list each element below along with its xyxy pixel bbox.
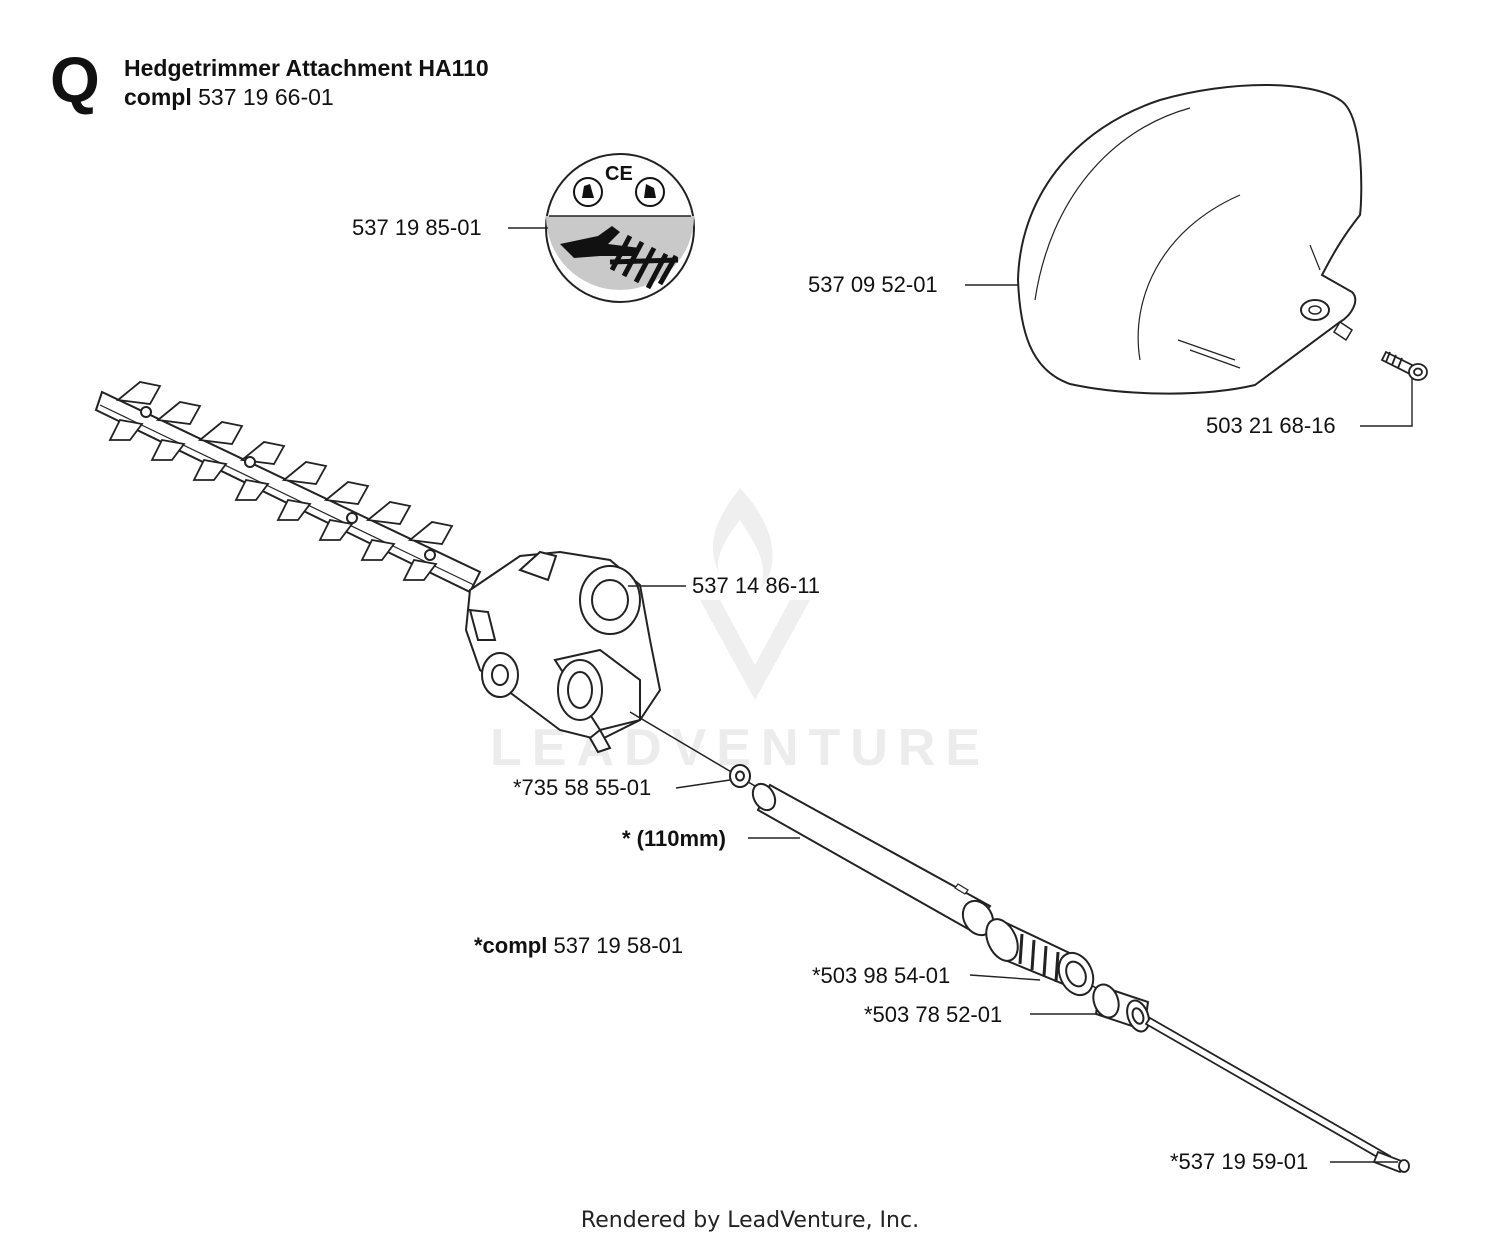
svg-text:CE: CE [605, 163, 633, 185]
guard-drawing [1016, 84, 1363, 395]
decal-drawing: CE [545, 153, 695, 303]
footer-credit: Rendered by LeadVenture, Inc. [580, 1208, 920, 1233]
gear-head-drawing [464, 550, 662, 754]
part-label-drive-shaft[interactable]: *537 19 59-01 [1170, 1149, 1309, 1174]
section-letter: Q [50, 44, 100, 116]
diagram-title: Hedgetrimmer Attachment HA110 [124, 55, 489, 81]
part-label-guard[interactable]: 537 09 52-01 [808, 272, 938, 297]
compl-number: 537 19 66-01 [198, 84, 334, 110]
tube-drawing [751, 782, 995, 937]
tube-compl-label: *compl [474, 933, 548, 958]
part-label-gear-head[interactable]: 537 14 86-11 [692, 573, 821, 598]
part-label-tube-size[interactable]: * (110mm) [622, 826, 726, 851]
part-label-washer[interactable]: *735 58 55-01 [513, 775, 652, 800]
tube-compl-number: 537 19 58-01 [553, 933, 684, 958]
part-label-tube-coupling[interactable]: *503 78 52-01 [864, 1002, 1003, 1027]
diagram-title-block: Hedgetrimmer Attachment HA110 compl 537 … [124, 54, 489, 112]
part-label-decal[interactable]: 537 19 85-01 [352, 215, 482, 240]
assembly-number-line: compl 537 19 66-01 [124, 83, 489, 112]
part-label-tube-bushing[interactable]: *503 98 54-01 [812, 963, 951, 988]
compl-label: compl [124, 84, 192, 110]
tube-coupling-drawing [1092, 983, 1150, 1033]
part-label-tube-compl[interactable]: *compl 537 19 58-01 [474, 933, 683, 959]
part-label-guard-screw[interactable]: 503 21 68-16 [1206, 413, 1336, 438]
guard-screw-drawing [1380, 350, 1428, 381]
washer-drawing [729, 764, 751, 788]
hedge-blade-drawing [94, 381, 482, 594]
leader-lines [508, 227, 1413, 1163]
watermark-logo [700, 488, 810, 700]
tube-bushing-drawing [985, 918, 1095, 997]
